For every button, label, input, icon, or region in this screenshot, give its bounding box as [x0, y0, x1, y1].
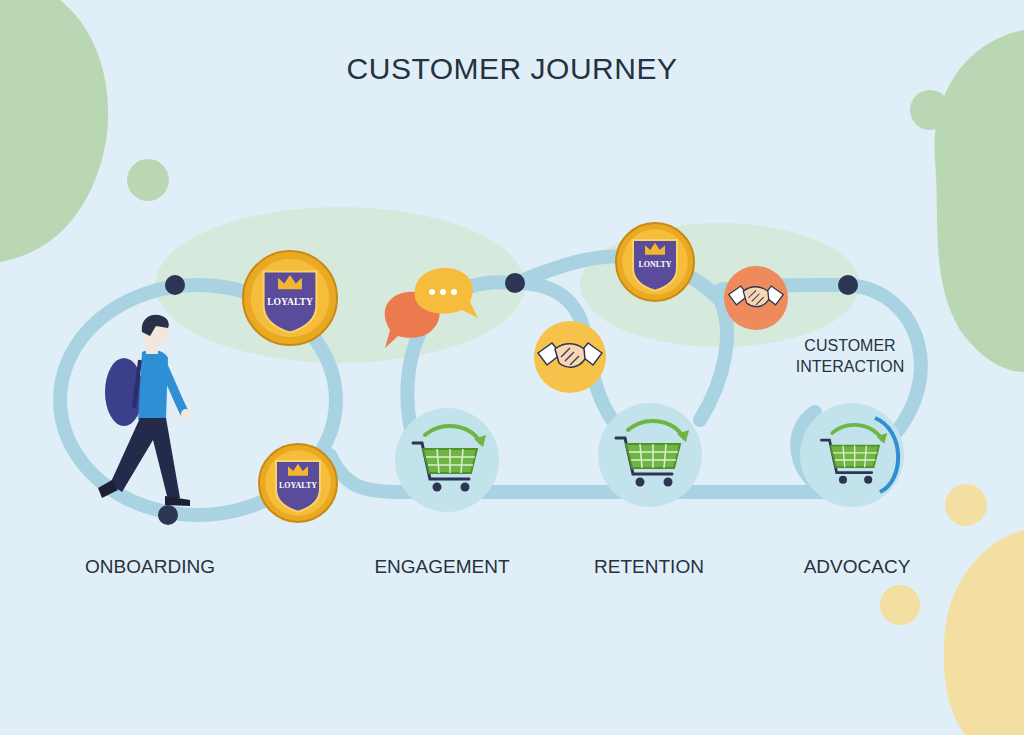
- badge-shape: [616, 223, 694, 301]
- badge-rim: [243, 251, 337, 345]
- track-dot: [165, 275, 185, 295]
- cart-circle: [800, 403, 904, 507]
- stage-label: ONBOARDING: [50, 555, 250, 580]
- speech-bubbles: [440, 289, 446, 295]
- cart-icon: [616, 421, 689, 487]
- walking-person: [138, 350, 168, 420]
- walking-person: [165, 496, 190, 506]
- speech-bubbles: [415, 268, 478, 318]
- walking-person: [163, 365, 184, 412]
- walking-person: [134, 360, 140, 408]
- badge-text: LONLTY: [615, 261, 695, 269]
- cart-circle: [395, 408, 499, 512]
- badge-rim: [616, 223, 694, 301]
- badge-rim: [259, 444, 337, 522]
- track-dot: [838, 275, 858, 295]
- speech-bubbles: [451, 289, 457, 295]
- badge-shape: [243, 251, 337, 345]
- green-blob: [0, 0, 108, 262]
- crown-symbol: [278, 275, 302, 289]
- green-dot: [127, 159, 169, 201]
- stage-label: ADVOCACY: [757, 555, 957, 580]
- walking-person: [181, 409, 191, 419]
- badge-text: LOYALTY: [258, 482, 338, 490]
- yellow-dot: [880, 585, 920, 625]
- handshake-circle: [724, 266, 788, 330]
- diagram-title: CUSTOMER JOURNEY: [0, 52, 1024, 86]
- loyalty-badge: LONLTY: [615, 222, 695, 302]
- cycle-arrow: [875, 418, 898, 492]
- speech-bubbles: [429, 289, 435, 295]
- crown-symbol: [288, 464, 308, 476]
- handshake-icon: [538, 343, 602, 367]
- cart-icon: [821, 425, 887, 484]
- loyalty-badge: LOYALTY: [242, 250, 338, 346]
- loyalty-badge: LOYALTY: [258, 443, 338, 523]
- yellow-blob: [944, 530, 1024, 735]
- interaction-label: CUSTOMER INTERACTION: [790, 336, 910, 378]
- track-dot: [505, 273, 525, 293]
- walking-person: [142, 315, 169, 336]
- cart-icon: [413, 426, 486, 492]
- walking-person: [110, 418, 180, 500]
- walking-person: [105, 358, 143, 426]
- walking-person: [98, 315, 191, 506]
- handshake-circle: [534, 321, 606, 393]
- speech-bubbles: [385, 268, 478, 348]
- track-dot: [158, 505, 178, 525]
- badge-text: LOYALTY: [242, 297, 338, 307]
- yellow-dot: [945, 484, 987, 526]
- green-dot: [910, 90, 950, 130]
- cart-circle: [598, 403, 702, 507]
- journey-track: [60, 256, 921, 515]
- walking-person: [98, 480, 118, 498]
- green-blob: [935, 30, 1024, 372]
- handshake-icon: [729, 286, 783, 307]
- stage-label: ENGAGEMENT: [342, 555, 542, 580]
- badge-shape: [259, 444, 337, 522]
- stage-label: RETENTION: [549, 555, 749, 580]
- crown-symbol: [645, 243, 665, 255]
